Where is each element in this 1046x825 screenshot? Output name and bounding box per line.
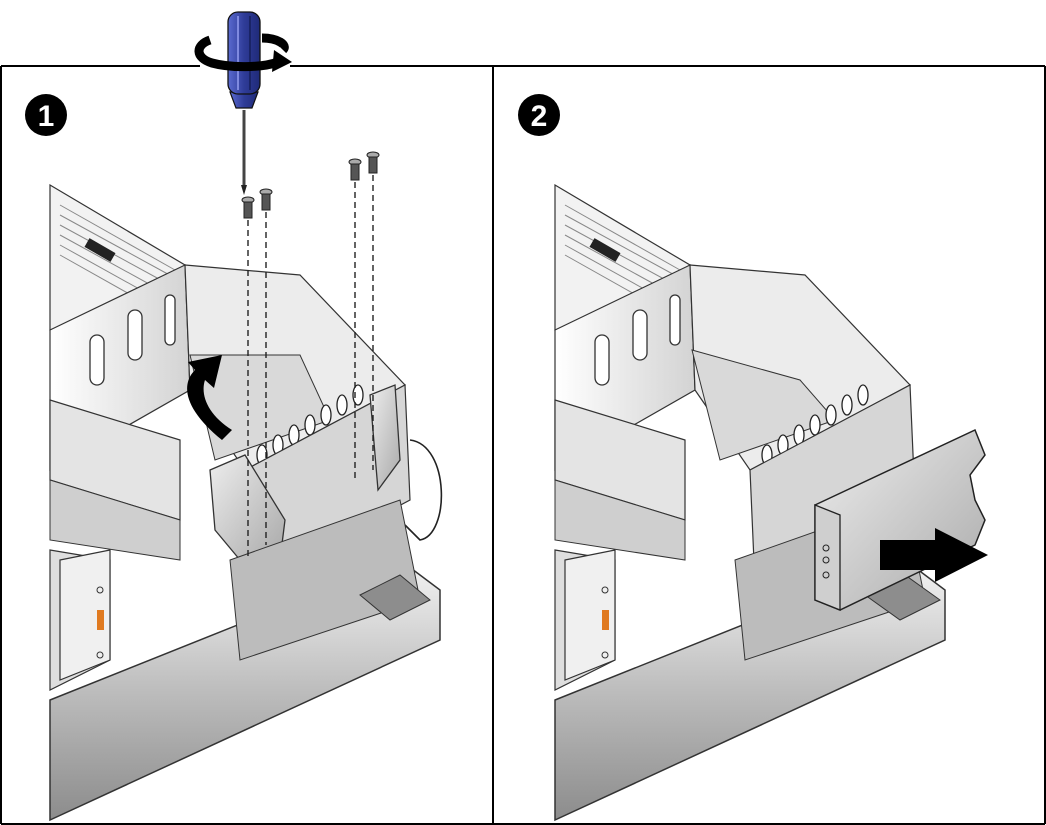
panel-frames — [0, 65, 1046, 825]
removed-fan-bracket — [814, 428, 986, 611]
step-badge-1: 1 — [25, 94, 67, 136]
pull-arrow-icon — [880, 528, 988, 582]
step-number-2: 2 — [531, 100, 548, 133]
fan-bracket-side — [369, 384, 401, 492]
step-number-1: 1 — [38, 100, 55, 133]
panel-step-1: 1 — [25, 11, 443, 822]
step-badge-2: 2 — [518, 94, 560, 136]
rotate-arrow-icon — [194, 33, 292, 72]
screw-icon — [241, 151, 380, 219]
screwdriver-icon — [227, 11, 261, 195]
fan-vents — [256, 384, 364, 466]
chassis-illustration-2 — [554, 183, 988, 822]
chassis-illustration-1 — [49, 151, 443, 822]
screw-guide-lines — [247, 175, 374, 560]
panel-step-2: 2 — [518, 94, 988, 822]
curved-arrow-icon — [187, 355, 232, 440]
